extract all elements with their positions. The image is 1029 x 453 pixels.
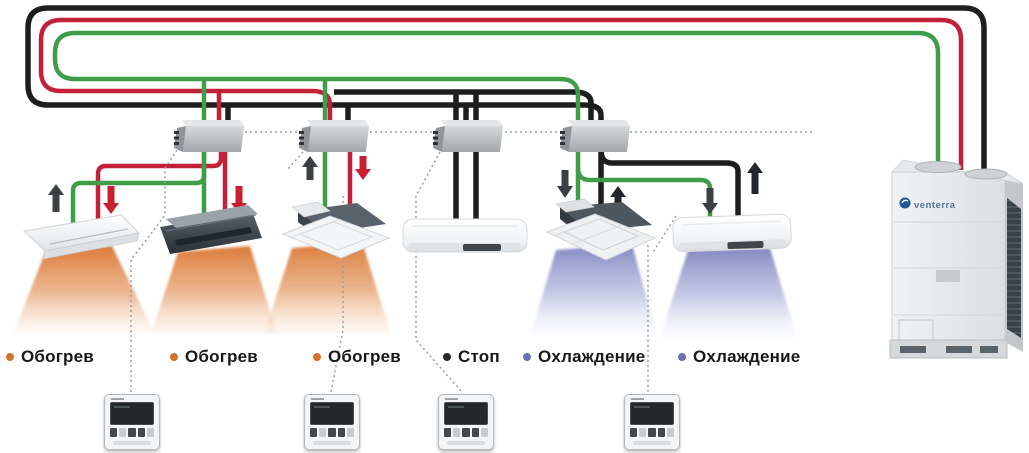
mode-text: Охлаждение [693,347,801,366]
mode-label-cooling: Охлаждение [523,347,645,367]
controller-bottom-bar [447,441,485,445]
flow-down-arrow-cool [557,170,573,198]
ceiling-suspended-unit [22,214,141,260]
branch-box [433,120,503,152]
controller-brand-mark [311,398,324,400]
pipe-network [25,5,987,224]
controller-brand-mark [631,398,644,400]
flow-down-arrow-heat [103,186,119,214]
brand-logo-text: venterra [914,200,956,211]
mode-dot [678,353,686,361]
mode-label-heating: Обогрев [313,347,401,367]
controller-brand-mark [111,398,124,400]
controller-wiring-dotted [130,149,677,393]
mode-dot [523,353,531,361]
wired-remote-controller [104,394,160,450]
mode-text: Обогрев [328,347,401,366]
mode-text: Обогрев [185,347,258,366]
controller-bottom-bar [113,441,151,445]
heating-airflow-cone [264,242,391,334]
controller-buttons [630,428,675,437]
controller-screen [110,402,154,425]
branch-box [299,120,369,152]
wired-remote-controller [624,394,680,450]
cassette-unit [281,201,391,259]
mode-text: Охлаждение [538,347,646,366]
fan-grille [914,161,962,173]
side-vent-grille [1007,198,1021,338]
fan-grille [964,168,1008,180]
cooling-airflow-cone [530,244,657,336]
controller-brand-mark [445,398,458,400]
airflow-cones [14,242,797,338]
mode-dot [170,353,178,361]
controller-buttons [444,428,489,437]
heating-airflow-cone [14,246,154,332]
wired-remote-controller [438,394,494,450]
controller-screen [444,402,488,425]
wired-remote-controller [304,394,360,450]
wall-mounted-unit [672,213,792,253]
heating-airflow-cone [151,246,277,334]
mode-dot [6,353,14,361]
red-pipe-loop [38,17,964,221]
flow-up-arrow [302,156,318,180]
mode-text: Обогрев [21,347,94,366]
controller-screen [310,402,354,425]
branch-boxes [174,120,630,152]
controller-screen [630,402,674,425]
controller-buttons [310,428,355,437]
mode-text: Стоп [458,347,500,366]
indoor-units [22,198,792,261]
spec-sticker [936,270,960,282]
black-pipe-loop [25,5,987,224]
cassette-unit [545,198,657,261]
controller-buttons [110,428,155,437]
ducted-unit [160,205,262,254]
controller-bottom-bar [313,441,351,445]
flow-up-arrow [747,162,763,194]
flow-down-arrow-heat [355,156,371,180]
cooling-airflow-cone [660,248,797,338]
controller-bottom-bar [633,441,671,445]
brand-logo-icon [899,197,911,209]
mode-label-heating: Обогрев [170,347,258,367]
outdoor-unit: venterra [889,159,1024,359]
mode-dot [313,353,321,361]
flow-down-arrow-cool [702,188,718,214]
branch-box [174,120,244,152]
mode-dot [443,353,451,361]
mode-label-cooling: Охлаждение [678,347,800,367]
wall-mounted-unit [402,218,528,253]
mode-label-heating: Обогрев [6,347,94,367]
green-pipe-loop [52,30,941,224]
mode-label-stop: Стоп [443,347,500,367]
branch-box [560,120,630,152]
flow-up-arrow [48,184,64,212]
